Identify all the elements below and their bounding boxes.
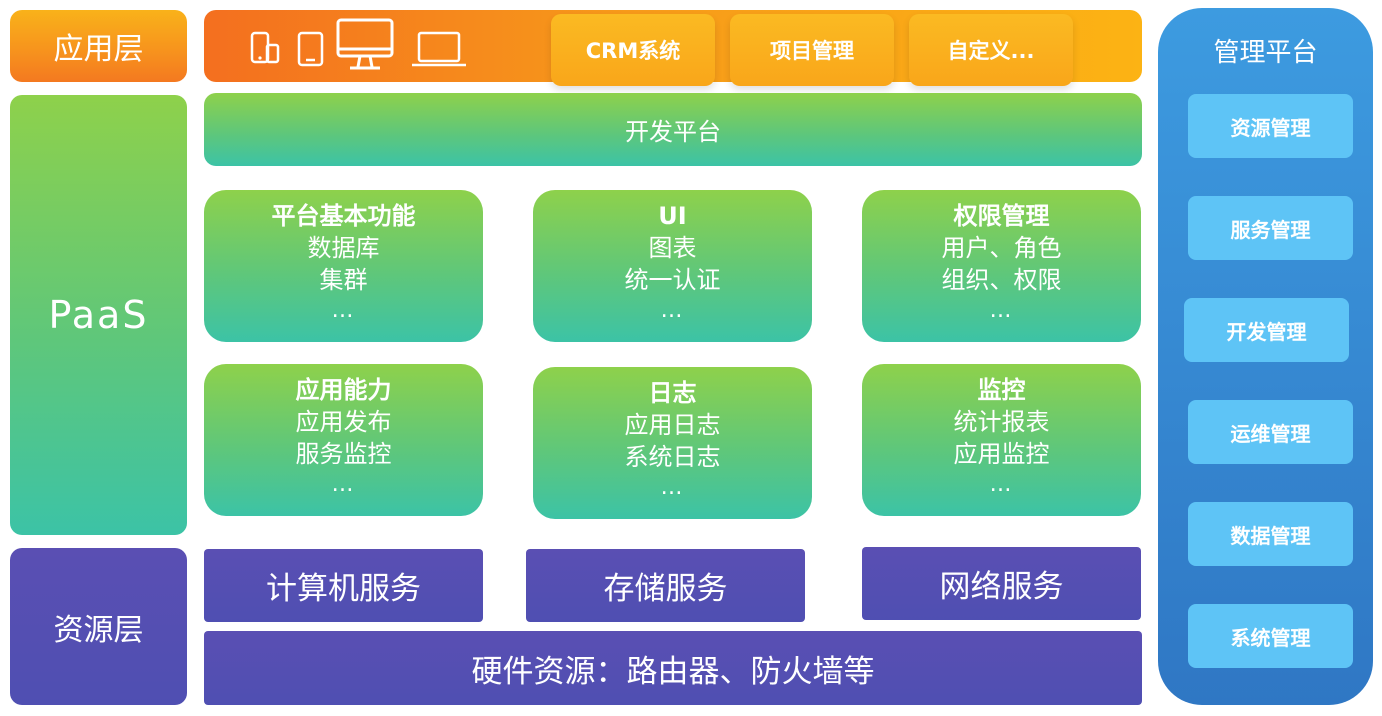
module-line: 组织、权限 (941, 266, 1062, 294)
desktop-icon (336, 18, 394, 70)
app-project-management-button[interactable]: 项目管理 (730, 14, 894, 86)
module-line: 应用日志 (624, 411, 721, 439)
development-platform: 开发平台 (204, 93, 1142, 166)
module-line: 统一认证 (624, 266, 721, 294)
module-line: 应用发布 (295, 408, 392, 436)
service-storage: 存储服务 (526, 549, 805, 622)
mgmt-development-button[interactable]: 开发管理 (1184, 298, 1349, 362)
module-application-capability: 应用能力 应用发布 服务监控 … (204, 364, 483, 516)
module-line: 图表 (648, 234, 697, 262)
service-network: 网络服务 (862, 547, 1141, 620)
module-ellipsis: … (331, 472, 356, 497)
module-logs: 日志 应用日志 系统日志 … (533, 367, 812, 519)
module-line: 统计报表 (953, 408, 1050, 436)
module-ui: UI 图表 统一认证 … (533, 190, 812, 342)
management-platform-panel: 管理平台 资源管理 服务管理 开发管理 运维管理 数据管理 系统管理 (1158, 8, 1373, 705)
module-title: 平台基本功能 (271, 202, 416, 230)
module-title: 监控 (977, 376, 1026, 404)
mgmt-system-button[interactable]: 系统管理 (1188, 604, 1353, 668)
management-platform-title: 管理平台 (1213, 38, 1318, 68)
module-line: 系统日志 (624, 443, 721, 471)
module-title: UI (658, 202, 687, 230)
tablet-icon (297, 31, 324, 67)
module-line: 集群 (319, 266, 368, 294)
module-title: 应用能力 (295, 376, 392, 404)
module-monitoring: 监控 统计报表 应用监控 … (862, 364, 1141, 516)
module-ellipsis: … (331, 298, 356, 323)
service-computing: 计算机服务 (204, 549, 483, 622)
application-layer-label: 应用层 (10, 10, 187, 82)
mgmt-data-button[interactable]: 数据管理 (1188, 502, 1353, 566)
application-bar: CRM系统 项目管理 自定义... (204, 10, 1142, 86)
mgmt-operations-button[interactable]: 运维管理 (1188, 400, 1353, 464)
module-line: 用户、角色 (941, 234, 1062, 262)
module-ellipsis: … (660, 475, 685, 500)
module-platform-basics: 平台基本功能 数据库 集群 … (204, 190, 483, 342)
laptop-icon (412, 31, 466, 67)
phone-icon (250, 31, 280, 64)
module-ellipsis: … (660, 298, 685, 323)
module-line: 应用监控 (953, 440, 1050, 468)
module-title: 日志 (648, 379, 697, 407)
app-crm-button[interactable]: CRM系统 (551, 14, 715, 86)
module-title: 权限管理 (953, 202, 1050, 230)
module-permission-management: 权限管理 用户、角色 组织、权限 … (862, 190, 1141, 342)
app-custom-button[interactable]: 自定义... (909, 14, 1073, 86)
module-ellipsis: … (989, 472, 1014, 497)
mgmt-resource-button[interactable]: 资源管理 (1188, 94, 1353, 158)
resource-layer-label: 资源层 (10, 548, 187, 705)
hardware-resources: 硬件资源：路由器、防火墙等 (204, 631, 1142, 705)
module-line: 数据库 (307, 234, 380, 262)
mgmt-service-button[interactable]: 服务管理 (1188, 196, 1353, 260)
paas-layer-label: PaaS (10, 95, 187, 535)
module-ellipsis: … (989, 298, 1014, 323)
module-line: 服务监控 (295, 440, 392, 468)
